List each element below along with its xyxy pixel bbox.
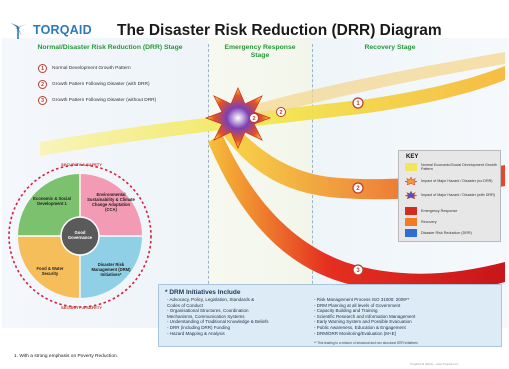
growth-pattern-number: 3 bbox=[38, 96, 47, 105]
stage-divider bbox=[208, 44, 209, 314]
initiative-item: - Hazard Mapping & Analysis bbox=[167, 330, 225, 336]
good-governance-label: Good Governance bbox=[67, 230, 93, 240]
initiatives-title: * DRM Initiatives Include bbox=[165, 289, 241, 296]
initiative-item: - DRM Planning at all levels of Governme… bbox=[314, 302, 401, 308]
stage-title-emergency: Emergency Response Stage bbox=[224, 44, 296, 59]
key-item: Impact of Major Hazard / Disaster (with … bbox=[405, 191, 499, 199]
key-legend: KEY Normal Economic/Social Development G… bbox=[398, 150, 501, 242]
quadrant-food bbox=[18, 236, 80, 298]
initiatives-left-list: - Advocacy, Policy, Legislation, Standar… bbox=[167, 297, 269, 336]
environment-label: Environmental Sustainability & Climate C… bbox=[87, 192, 135, 212]
growth-pattern-item: 2 Growth Pattern Following Disaster (wit… bbox=[38, 80, 150, 89]
quadrant-drm bbox=[80, 236, 142, 298]
key-swatch bbox=[405, 218, 417, 226]
key-title: KEY bbox=[406, 154, 419, 160]
drm-initiatives-box: * DRM Initiatives Include - Advocacy, Po… bbox=[158, 284, 502, 347]
initiative-item: - Understanding of Traditional Knowledge… bbox=[167, 319, 269, 325]
initiative-item: - Advocacy, Policy, Legislation, Standar… bbox=[167, 297, 255, 302]
path-marker-1: 1 bbox=[352, 97, 364, 109]
initiative-item: - Scientific Research and Information Ma… bbox=[314, 313, 416, 319]
initiative-item: - Risk Management Process ISO 31000: 200… bbox=[314, 297, 410, 302]
burst-no-drr-icon bbox=[405, 177, 417, 185]
page-title: The Disaster Risk Reduction (DRR) Diagra… bbox=[117, 22, 442, 39]
quadrant-environment bbox=[80, 174, 142, 236]
key-swatch bbox=[405, 207, 417, 215]
footnote: 1. With a strong emphasis on Poverty Red… bbox=[14, 354, 118, 359]
path-marker-label: 2 bbox=[356, 186, 360, 192]
sustainability-wheel bbox=[8, 164, 152, 308]
drm-label: Disaster Risk Management (DRM) Initiativ… bbox=[91, 262, 131, 277]
key-item-label: Disaster Risk Reduction (DRR) bbox=[421, 230, 472, 235]
key-item: Normal Economic/Social Development Growt… bbox=[405, 163, 499, 172]
growth-pattern-item: 1 Normal Development Growth Pattern bbox=[38, 64, 131, 73]
upper-marker: 2 bbox=[276, 107, 286, 117]
wind-turbine-icon bbox=[11, 23, 26, 39]
economic-label: Economic & Social Development 1 bbox=[33, 196, 71, 206]
burst-with-drr-icon bbox=[405, 191, 417, 199]
logo-text: TORQAID bbox=[33, 23, 92, 37]
key-item-label: Recovery bbox=[421, 219, 437, 224]
key-item: Disaster Risk Reduction (DRR) bbox=[405, 229, 499, 237]
key-item-label: Impact of Major Hazard / Disaster (with … bbox=[421, 192, 495, 197]
path-marker-3: 3 bbox=[352, 264, 364, 276]
security-safety-label-top: SECURITY & SAFETY bbox=[61, 162, 103, 167]
growth-pattern-label: Growth Pattern Following Disaster (with … bbox=[52, 82, 150, 87]
initiatives-right-list: - Risk Management Process ISO 31000: 200… bbox=[314, 297, 415, 336]
initiative-item: - Early Warning System and Possible Evac… bbox=[314, 319, 412, 325]
with-drr-band bbox=[230, 52, 505, 124]
torqaid-logo: TORQAID bbox=[8, 20, 92, 40]
growth-pattern-label: Growth Pattern Following Disaster (witho… bbox=[52, 98, 157, 103]
star-marker-label: 2 bbox=[252, 116, 255, 122]
upper-marker-label: 2 bbox=[279, 110, 282, 116]
stage-title-recovery: Recovery Stage bbox=[364, 44, 416, 51]
key-swatch bbox=[405, 163, 417, 172]
key-swatch bbox=[405, 229, 417, 237]
initiative-item: - Public Awareness, Education & Engageme… bbox=[314, 324, 406, 330]
key-item-label: Impact of Major Hazard / Disaster (no DR… bbox=[421, 178, 493, 183]
initiative-item: - DRM/DRR Monitoring/Evaluation (M+E) bbox=[314, 330, 397, 336]
key-item-label: Normal Economic/Social Development Growt… bbox=[421, 163, 497, 172]
initiative-item: - Organisational Structures, Coordinatio… bbox=[167, 308, 249, 314]
initiatives-note: ** This leading to a mixture of structur… bbox=[314, 341, 418, 345]
key-item: Impact of Major Hazard / Disaster (no DR… bbox=[405, 177, 499, 185]
quadrant-economic bbox=[18, 174, 80, 236]
growth-pattern-item: 3 Growth Pattern Following Disaster (wit… bbox=[38, 96, 156, 105]
credit-line: TorqAid Ltd (2012) – www.TorqAid.com bbox=[410, 362, 459, 366]
path-marker-label: 3 bbox=[356, 268, 360, 274]
key-item-label: Emergency Response bbox=[421, 208, 458, 213]
growth-pattern-number: 1 bbox=[38, 64, 47, 73]
initiative-item: Codes of Conduct bbox=[167, 302, 204, 308]
initiative-item: - Capacity Building and Training bbox=[314, 308, 378, 314]
key-item: Emergency Response bbox=[405, 207, 499, 215]
stage-title-normal: Normal/Disaster Risk Reduction (DRR) Sta… bbox=[37, 44, 183, 51]
initiative-item: - DRR (including DRR) Funding bbox=[167, 324, 231, 330]
without-drr-curve bbox=[208, 134, 505, 294]
path-marker-label: 1 bbox=[356, 101, 360, 107]
disaster-burst-icon bbox=[204, 87, 272, 149]
growth-pattern-number: 2 bbox=[38, 80, 47, 89]
path-marker-2: 2 bbox=[352, 182, 364, 194]
growth-pattern-label: Normal Development Growth Pattern bbox=[52, 66, 131, 71]
food-water-label: Food & Water Security bbox=[36, 266, 64, 276]
initiative-item: Mechanisms, Communication Systems bbox=[167, 313, 245, 319]
key-item: Recovery bbox=[405, 218, 499, 226]
security-safety-label-bottom: SECURITY & SAFETY bbox=[61, 305, 103, 310]
star-marker: 2 bbox=[249, 113, 259, 123]
